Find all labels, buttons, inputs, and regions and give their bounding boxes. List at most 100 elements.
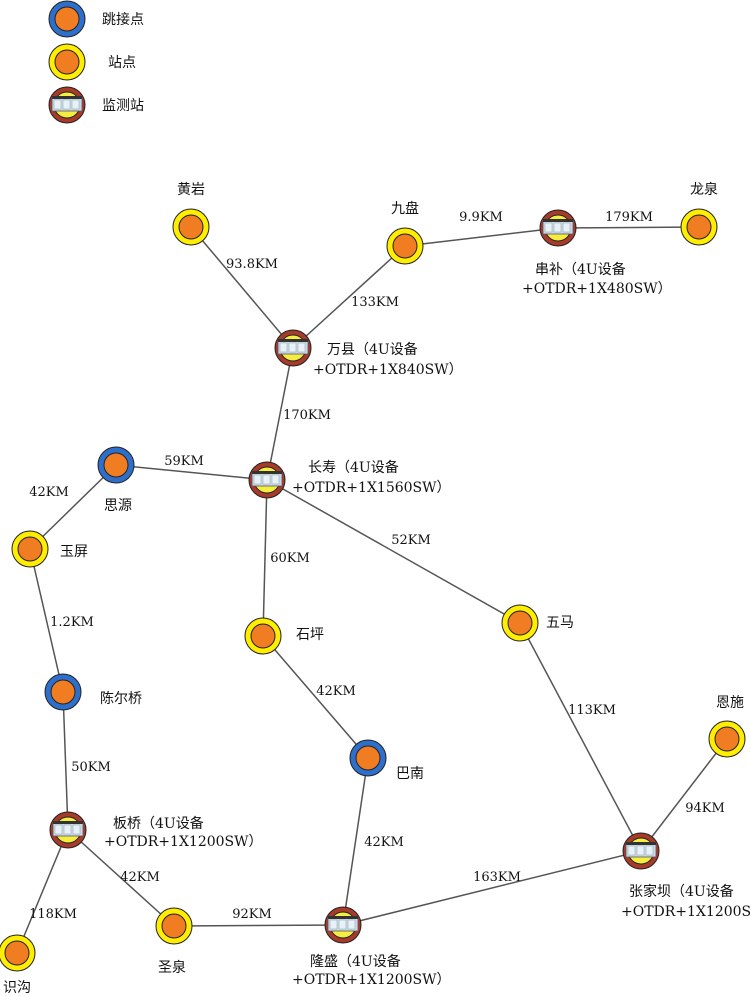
rack-unit-icon	[63, 824, 72, 835]
link-siyuan-changshou[interactable]	[115, 464, 268, 481]
node-jiupan[interactable]	[386, 227, 424, 265]
link-distance-label: 42KM	[29, 485, 69, 500]
node-banan[interactable]	[349, 739, 387, 777]
node-label: 龙泉	[690, 181, 718, 198]
node-wanxian[interactable]	[274, 329, 312, 367]
link-distance-label: 93.8KM	[226, 257, 278, 272]
link-distance-label: 179KM	[605, 210, 653, 225]
link-changshou-wuma[interactable]	[266, 479, 521, 624]
node-banqiao[interactable]	[49, 811, 87, 849]
link-distance-label: 113KM	[568, 703, 616, 718]
node-core-icon	[686, 214, 712, 240]
node-label: 思源	[104, 498, 132, 514]
rack-unit-icon	[72, 824, 81, 835]
link-jiupan-chuanbu[interactable]	[404, 227, 559, 247]
node-label: 长寿（4U设备	[308, 459, 399, 476]
rack-top-icon	[278, 339, 308, 342]
rack-unit-icon	[329, 919, 338, 930]
node-core-icon	[355, 745, 381, 771]
link-distance-label: 94KM	[685, 801, 725, 816]
node-yuping[interactable]	[11, 530, 49, 568]
node-label: 圣泉	[158, 959, 186, 976]
link-yuping-chenerqiao[interactable]	[29, 548, 64, 693]
rack-unit-icon	[297, 342, 306, 353]
node-changshou[interactable]	[248, 461, 286, 499]
node-label: 玉屏	[60, 544, 88, 560]
node-equipment-label: +OTDR+1X480SW）	[522, 281, 672, 297]
legend-monitor-icon[interactable]	[48, 86, 86, 124]
node-longquan[interactable]	[680, 208, 718, 246]
link-chenerqiao-banqiao[interactable]	[62, 691, 69, 831]
node-huangyan[interactable]	[172, 208, 210, 246]
legend-label: 监测站	[102, 98, 144, 114]
rack-top-icon	[543, 219, 573, 222]
node-core-icon	[161, 913, 187, 939]
legend-hop-icon[interactable]	[48, 0, 86, 38]
link-wanxian-changshou[interactable]	[266, 347, 294, 481]
link-distance-label: 9.9KM	[459, 210, 503, 225]
link-distance-label: 92KM	[232, 907, 272, 922]
node-shigou[interactable]	[0, 934, 36, 972]
node-core-icon	[17, 536, 43, 562]
node-enshi[interactable]	[708, 720, 746, 758]
link-shiping-banan[interactable]	[262, 635, 369, 759]
node-label: 张家坝（4U设备	[629, 883, 734, 900]
link-enshi-zhangjiaba[interactable]	[640, 738, 728, 852]
link-distance-label: 42KM	[316, 684, 356, 699]
node-equipment-label: +OTDR+1X1200SW）	[104, 834, 263, 850]
node-chenerqiao[interactable]	[44, 673, 82, 711]
rack-unit-icon	[553, 222, 562, 233]
node-label: 石坪	[296, 627, 324, 643]
node-label: 识沟	[3, 980, 31, 996]
node-core-icon	[4, 940, 30, 966]
rack-unit-icon	[54, 824, 63, 835]
link-jiupan-wanxian[interactable]	[292, 245, 406, 349]
link-changshou-shiping[interactable]	[262, 479, 268, 637]
link-wuma-zhangjiaba[interactable]	[519, 622, 642, 852]
link-banan-longsheng[interactable]	[342, 757, 369, 926]
rack-top-icon	[252, 471, 282, 474]
node-core-icon	[103, 452, 129, 478]
node-label: 万县（4U设备	[327, 341, 418, 358]
node-label: 五马	[546, 615, 574, 631]
rack-top-icon	[53, 821, 83, 824]
link-longsheng-zhangjiaba[interactable]	[342, 850, 642, 926]
rack-unit-icon	[53, 99, 62, 110]
node-chuanbu[interactable]	[539, 209, 577, 247]
node-label: 巴南	[396, 766, 424, 782]
node-shengquan[interactable]	[155, 907, 193, 945]
rack-top-icon	[52, 96, 82, 99]
nodes-layer: 黄岩九盘串补（4U设备+OTDR+1X480SW）龙泉万县（4U设备+OTDR+…	[0, 181, 751, 996]
rack-unit-icon	[645, 845, 654, 856]
node-label: 串补（4U设备	[535, 261, 626, 278]
link-siyuan-yuping[interactable]	[29, 464, 117, 550]
link-banqiao-shengquan[interactable]	[67, 829, 175, 927]
link-shengquan-longsheng[interactable]	[173, 924, 344, 927]
node-label: 恩施	[716, 695, 744, 711]
link-banqiao-shigou[interactable]	[16, 829, 69, 954]
node-equipment-label: +OTDR+1X840SW）	[313, 362, 463, 378]
rack-unit-icon	[288, 342, 297, 353]
link-chuanbu-longquan[interactable]	[557, 226, 700, 229]
link-distance-label: 133KM	[351, 295, 399, 310]
rack-unit-icon	[279, 342, 288, 353]
legend-station-icon[interactable]	[48, 43, 86, 81]
link-distance-label: 42KM	[364, 835, 404, 850]
node-equipment-label: +OTDR+1X1200SW）	[621, 904, 751, 920]
link-distance-label: 163KM	[473, 870, 521, 885]
rack-unit-icon	[71, 99, 80, 110]
node-longsheng[interactable]	[324, 906, 362, 944]
rack-unit-icon	[338, 919, 347, 930]
node-label: 黄岩	[177, 181, 205, 198]
link-distance-label: 52KM	[391, 533, 431, 548]
rack-unit-icon	[562, 222, 571, 233]
legend-label: 跳接点	[102, 11, 144, 28]
node-siyuan[interactable]	[97, 446, 135, 484]
link-huangyan-wanxian[interactable]	[190, 226, 294, 349]
node-wuma[interactable]	[501, 604, 539, 642]
node-zhangjiaba[interactable]	[622, 832, 660, 870]
node-shiping[interactable]	[244, 617, 282, 655]
link-distance-label: 1.2KM	[50, 615, 94, 630]
